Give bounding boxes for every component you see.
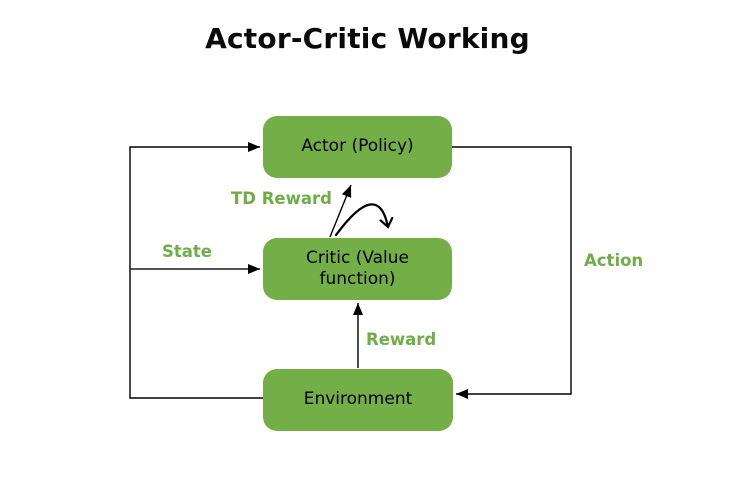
node-environment: Environment bbox=[263, 369, 453, 431]
node-critic-label: Critic (Value function) bbox=[305, 247, 410, 289]
node-actor: Actor (Policy) bbox=[263, 116, 452, 178]
edge-label-state: State bbox=[162, 242, 212, 261]
node-actor-label: Actor (Policy) bbox=[301, 136, 414, 157]
edge-label-reward: Reward bbox=[366, 330, 437, 349]
edge-env-to-actor bbox=[129, 142, 263, 399]
edge-critic-to-actor-td bbox=[329, 184, 352, 238]
edge-critic-self-loop bbox=[334, 203, 388, 237]
edge-actor-to-env-action bbox=[452, 146, 572, 399]
node-environment-label: Environment bbox=[303, 389, 413, 410]
diagram-title: Actor-Critic Working bbox=[205, 22, 530, 55]
edge-label-action: Action bbox=[584, 251, 644, 270]
node-critic: Critic (Value function) bbox=[263, 238, 452, 300]
edge-label-td-reward: TD Reward bbox=[231, 189, 332, 208]
